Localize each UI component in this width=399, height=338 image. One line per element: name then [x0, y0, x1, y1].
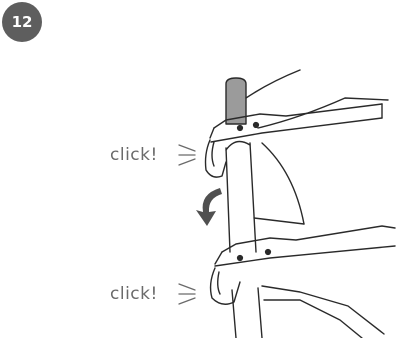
click-label-bottom: click!: [110, 284, 158, 304]
upper-frame: [254, 143, 304, 224]
lower-frame-leg: [262, 286, 384, 338]
click-lines-icon: [176, 280, 198, 306]
curved-down-arrow-icon: [190, 184, 230, 230]
click-label-top: click!: [110, 145, 158, 165]
click-lines-icon: [176, 141, 198, 167]
